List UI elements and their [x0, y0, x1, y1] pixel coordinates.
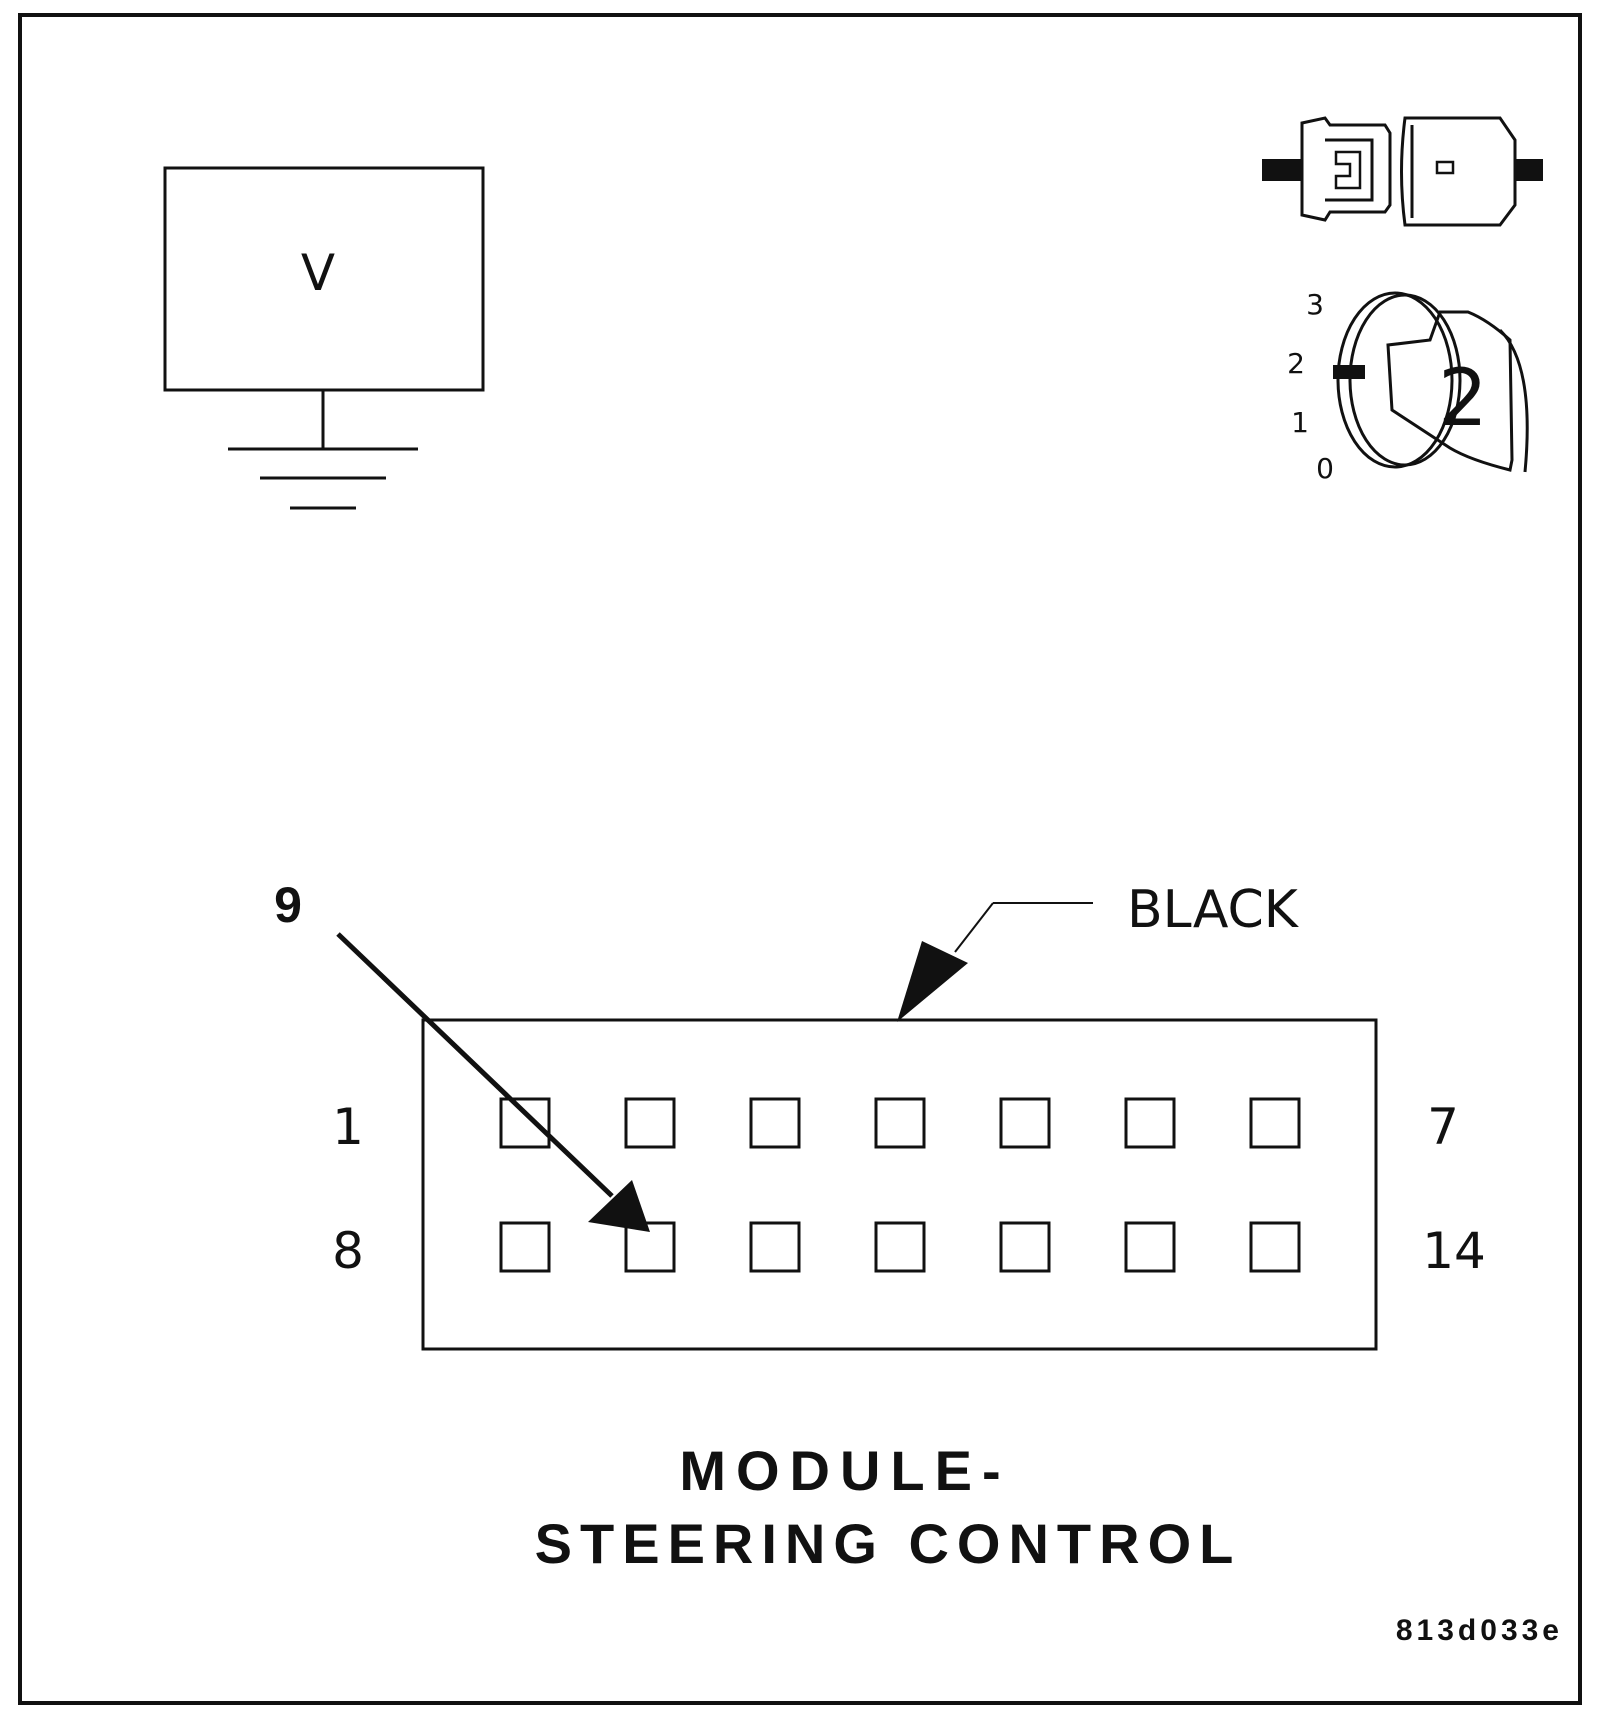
voltmeter-label: V [301, 244, 335, 302]
pin-callout-arrow [336, 932, 650, 1232]
connector-pins [499, 1097, 1301, 1273]
row2-end-label: 14 [1422, 1222, 1486, 1280]
title-line2: STEERING CONTROL [535, 1512, 1242, 1575]
ignition-position-3: 3 [1306, 288, 1324, 321]
connector-pin-2 [624, 1097, 676, 1149]
ground-icon [228, 447, 418, 510]
ignition-position-2: 2 [1287, 347, 1305, 380]
connector-pin-8 [499, 1221, 551, 1273]
connector-pin-4 [874, 1097, 926, 1149]
figure-frame [18, 13, 1582, 1705]
pin-callout-number: 9 [274, 877, 302, 933]
connector-pin-11 [874, 1221, 926, 1273]
row1-end-label: 7 [1427, 1098, 1459, 1156]
connector-pin-10 [749, 1221, 801, 1273]
connector-pin-9 [624, 1221, 676, 1273]
connector-color-label: BLACK [1127, 880, 1300, 940]
connector-pin-1 [499, 1097, 551, 1149]
ignition-position-0: 0 [1316, 452, 1334, 485]
voltmeter: V [163, 166, 485, 510]
connector-pin-7 [1249, 1097, 1301, 1149]
connector-pin-3 [749, 1097, 801, 1149]
ignition-switch-icon: 3 2 1 0 2 [1287, 288, 1529, 485]
row1-start-label: 1 [332, 1098, 364, 1156]
connector-pin-14 [1249, 1221, 1301, 1273]
connector-color-callout [897, 902, 1093, 1022]
connector-body [421, 1018, 1378, 1351]
title-line1: MODULE- [679, 1439, 1010, 1502]
connector-pin-12 [999, 1221, 1051, 1273]
connector-pin-13 [1124, 1221, 1176, 1273]
connector-pin-6 [1124, 1097, 1176, 1149]
disconnected-connector-icon [1262, 116, 1543, 227]
figure-code: 813d033e [1396, 1614, 1563, 1647]
ignition-position-1: 1 [1291, 406, 1309, 439]
connector-pin-5 [999, 1097, 1051, 1149]
row2-start-label: 8 [332, 1222, 364, 1280]
ignition-selected-position: 2 [1438, 354, 1488, 444]
